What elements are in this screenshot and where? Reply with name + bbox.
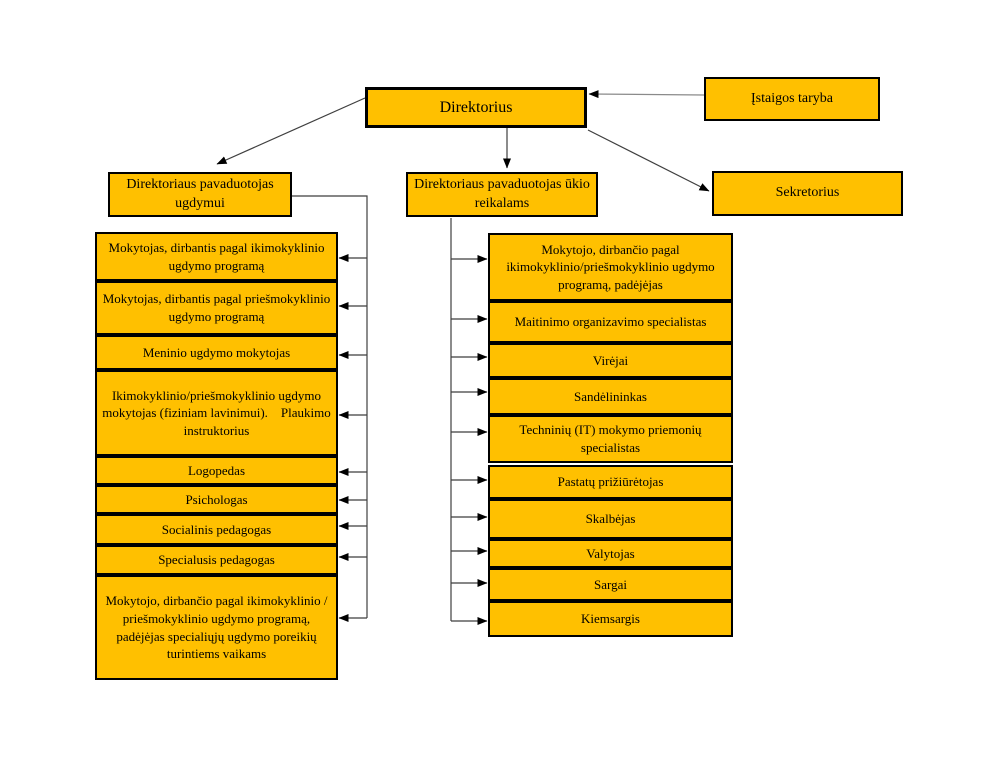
right-node-10: Kiemsargis [488,601,733,637]
right-node-1: Mokytojo, dirbančio pagal ikimokyklinio/… [488,233,733,301]
node-direktorius: Direktorius [365,87,587,128]
right-node-3: Virėjai [488,343,733,378]
left-node-6: Psichologas [95,485,338,514]
left-node-1: Mokytojas, dirbantis pagal ikimokyklinio… [95,232,338,281]
left-node-7: Socialinis pedagogas [95,514,338,545]
node-istaigos-taryba: Įstaigos taryba [704,77,880,121]
left-node-9: Mokytojo, dirbančio pagal ikimokyklinio … [95,575,338,680]
node-pavaduotojas-ugdymui: Direktoriaus pavaduotojas ugdymui [108,172,292,217]
right-node-2: Maitinimo organizavimo specialistas [488,301,733,343]
node-pavaduotojas-ukio: Direktoriaus pavaduotojas ūkio reikalams [406,172,598,217]
right-node-4: Sandėlininkas [488,378,733,415]
left-node-5: Logopedas [95,456,338,485]
left-node-2: Mokytojas, dirbantis pagal priešmokyklin… [95,281,338,335]
left-node-4: Ikimokyklinio/priešmokyklinio ugdymo mok… [95,370,338,456]
edge-taryba-direktorius [588,90,705,99]
right-node-5: Techninių (IT) mokymo priemonių speciali… [488,415,733,463]
right-node-6: Pastatų prižiūrėtojas [488,465,733,499]
right-node-8: Valytojas [488,539,733,568]
edge-direktorius-sekretorius [587,129,710,192]
edge-direktorius-ugdymui [216,97,366,165]
node-sekretorius: Sekretorius [712,171,903,216]
right-node-9: Sargai [488,568,733,601]
right-node-7: Skalbėjas [488,499,733,539]
left-node-3: Meninio ugdymo mokytojas [95,335,338,370]
left-node-8: Specialusis pedagogas [95,545,338,575]
